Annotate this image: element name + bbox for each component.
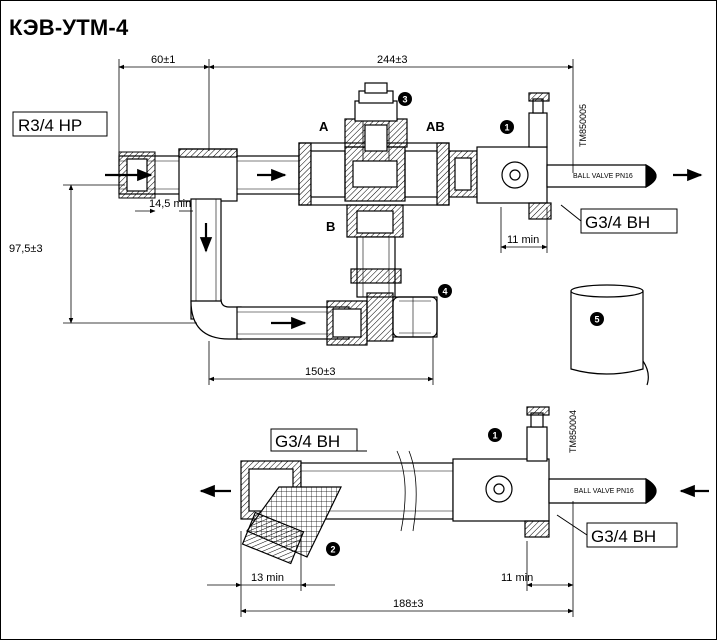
port-letter-ab: AB xyxy=(426,119,445,134)
badge-2-num: 2 xyxy=(330,545,335,555)
badge-1-top: 1 xyxy=(500,120,514,134)
dim-150: 150±3 xyxy=(305,366,336,378)
port-label-r34: R3/4 HP xyxy=(18,116,82,135)
dim-13: 13 min xyxy=(251,572,284,584)
badge-3: 3 xyxy=(398,92,412,106)
badge-1-bottom-num: 1 xyxy=(492,431,497,441)
dim-11-bottom: 11 min xyxy=(501,572,533,584)
top-assembly xyxy=(118,82,657,346)
bottom-assembly xyxy=(240,406,657,565)
dim-97-5: 97,5±3 xyxy=(9,243,43,255)
dimension-lines-top xyxy=(63,59,574,385)
dim-14-5: 14,5 min xyxy=(149,198,191,210)
dim-11-top: 11 min xyxy=(507,234,539,246)
port-boxes xyxy=(12,111,678,548)
valve-text-top: BALL VALVE PN16 xyxy=(573,173,633,180)
dim-188: 188±3 xyxy=(393,598,424,610)
badge-2: 2 xyxy=(326,542,340,556)
tm-code-top: TM850005 xyxy=(578,104,588,147)
badge-4-num: 4 xyxy=(442,287,447,297)
port-label-g34-left: G3/4 BH xyxy=(275,432,340,451)
badge-3-num: 3 xyxy=(402,95,407,105)
badge-1-top-num: 1 xyxy=(504,123,509,133)
dim-60: 60±1 xyxy=(151,54,175,66)
badge-1-bottom: 1 xyxy=(488,428,502,442)
port-letter-b: B xyxy=(326,219,335,234)
dim-244: 244±3 xyxy=(377,54,408,66)
badge-4: 4 xyxy=(438,284,452,298)
actuator-5 xyxy=(570,284,649,386)
port-label-g34-top: G3/4 BH xyxy=(585,213,650,232)
port-label-g34-bottom: G3/4 BH xyxy=(591,527,656,546)
port-letter-a: A xyxy=(319,119,329,134)
tm-code-bottom: TM850004 xyxy=(568,410,578,453)
badge-5-num: 5 xyxy=(594,315,599,325)
valve-text-bottom: BALL VALVE PN16 xyxy=(574,488,634,495)
page-title: КЭВ-УТМ-4 xyxy=(9,15,129,40)
badge-5: 5 xyxy=(590,312,604,326)
flow-arrows-top xyxy=(105,168,703,330)
dimension-lines-bottom xyxy=(207,501,574,617)
